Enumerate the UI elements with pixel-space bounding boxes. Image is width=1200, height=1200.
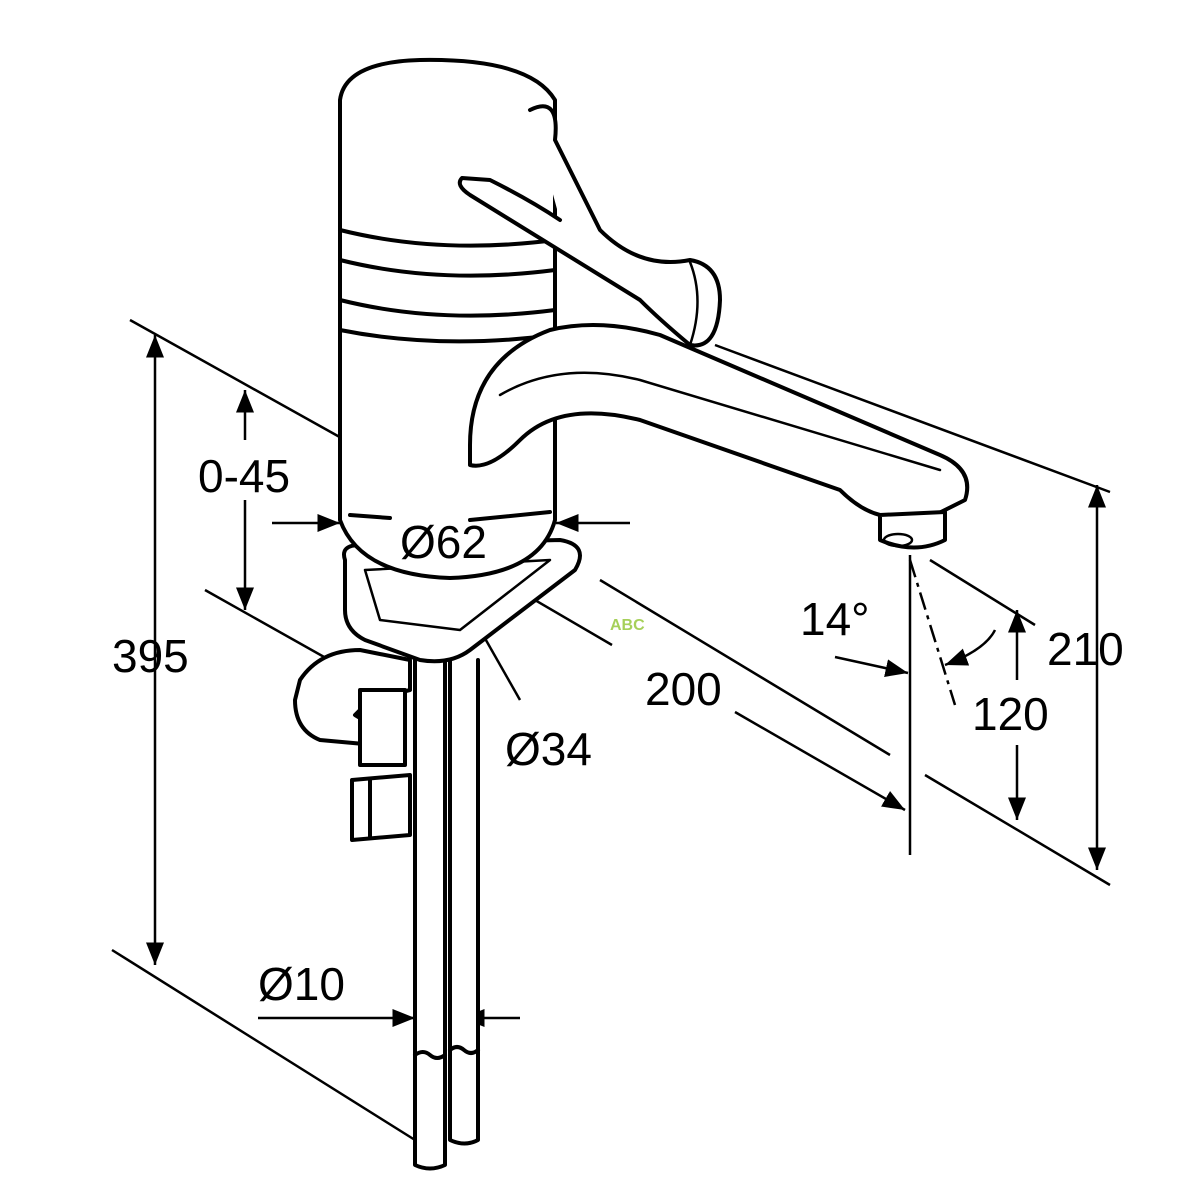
extension-lines bbox=[111, 318, 1111, 1142]
dim-body-diameter: Ø62 bbox=[400, 516, 487, 568]
watermark: ABC bbox=[610, 617, 645, 634]
mounting-clamp bbox=[293, 648, 412, 842]
supply-hoses bbox=[413, 658, 480, 1171]
dim-spout-angle: 14° bbox=[800, 593, 870, 645]
dim-base-diameter: Ø34 bbox=[505, 723, 592, 775]
dim-hose-diameter: Ø10 bbox=[258, 958, 345, 1010]
dim-spout-height: 210 bbox=[1047, 623, 1124, 675]
dim-total-height: 395 bbox=[112, 630, 189, 682]
faucet-body bbox=[338, 57, 557, 580]
lever-handle bbox=[457, 104, 722, 348]
dim-deck-thickness: 0-45 bbox=[198, 450, 290, 502]
dim-outlet-height: 120 bbox=[972, 688, 1049, 740]
dimension-lines bbox=[146, 335, 1106, 1027]
dim-spout-reach: 200 bbox=[645, 663, 722, 715]
spout bbox=[468, 323, 970, 550]
